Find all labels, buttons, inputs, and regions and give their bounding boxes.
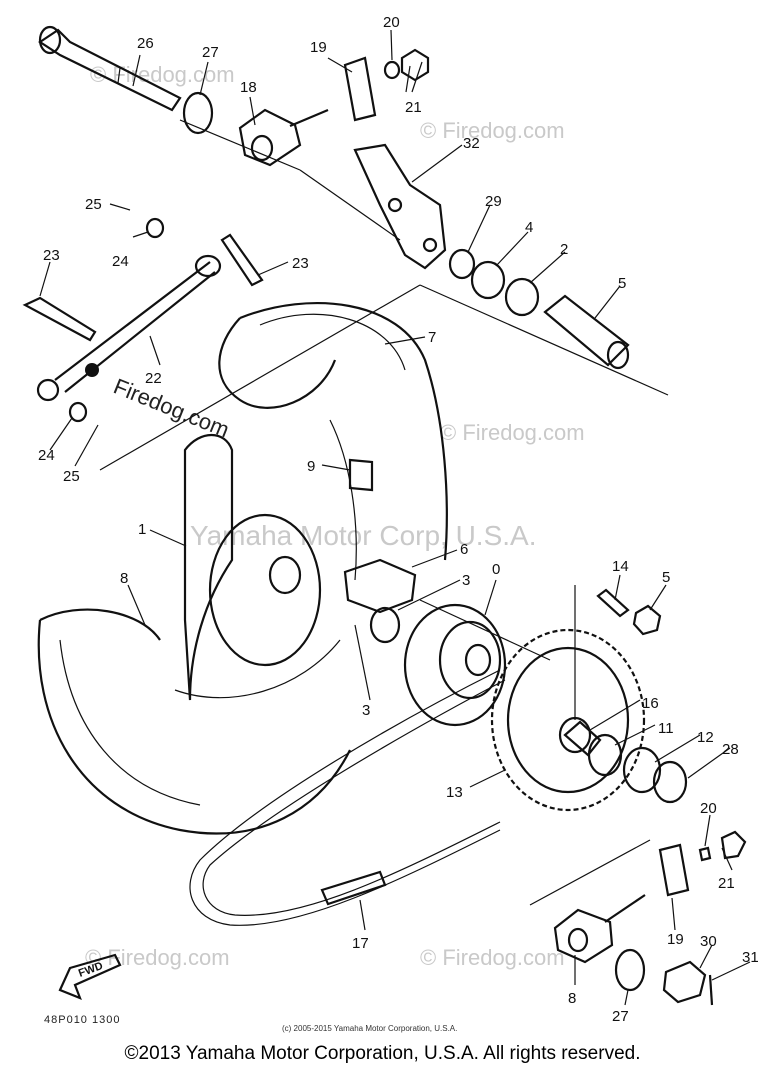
watermark-center: Yamaha Motor Corp, U.S.A. — [190, 520, 537, 551]
callout-13: 13 — [446, 784, 463, 801]
callout-19: 19 — [667, 931, 684, 948]
spacer-tube — [543, 294, 630, 367]
callout-21: 21 — [718, 875, 735, 892]
callout-22: 22 — [145, 370, 162, 387]
callout-21: 21 — [405, 99, 422, 116]
oil-seal — [470, 260, 506, 300]
callout-12: 12 — [697, 729, 714, 746]
callout-14: 14 — [612, 558, 629, 575]
drive-chain — [189, 669, 506, 926]
oil-seal-right — [622, 746, 662, 794]
callout-25: 25 — [85, 196, 102, 213]
watermark-firedog: © Firedog.com — [440, 420, 585, 445]
callout-8: 8 — [120, 570, 128, 587]
locknut-right — [720, 830, 747, 860]
target-marker — [85, 363, 99, 377]
callout-1: 1 — [138, 521, 146, 538]
assembly-guide-lines — [99, 119, 669, 906]
callout-16: 16 — [642, 695, 659, 712]
callout-20: 20 — [700, 800, 717, 817]
nut-top — [383, 60, 401, 80]
watermark-firedog: © Firedog.com — [420, 118, 565, 143]
fwd-arrow-badge: FWD — [58, 953, 122, 1000]
callout-5: 5 — [618, 275, 626, 292]
callout-27: 27 — [202, 44, 219, 61]
adjuster-plate-top — [343, 56, 377, 122]
callout-29: 29 — [485, 193, 502, 210]
callout-11: 11 — [658, 720, 674, 737]
torque-rod — [36, 217, 222, 402]
callout-6: 6 — [460, 541, 468, 558]
diagram-code: 48P010 1300 — [44, 1014, 121, 1026]
small-copyright: (c) 2005-2015 Yamaha Motor Corporation, … — [282, 1024, 458, 1033]
callouts: 26 27 19 20 21 18 32 25 24 29 4 2 23 23 … — [38, 14, 759, 1025]
stud-bolt — [596, 588, 630, 618]
callout-23: 23 — [43, 247, 60, 264]
callout-9: 9 — [307, 458, 315, 475]
callout-19: 19 — [310, 39, 327, 56]
callout-25: 25 — [63, 468, 80, 485]
footer-copyright: ©2013 Yamaha Motor Corporation, U.S.A. A… — [124, 1043, 641, 1064]
watermark-firedog: © Firedog.com — [90, 62, 235, 87]
chain-adjuster-right — [553, 894, 646, 964]
callout-3: 3 — [462, 572, 470, 589]
callout-26: 26 — [137, 35, 154, 52]
callout-8: 8 — [568, 990, 576, 1007]
callout-32: 32 — [463, 135, 480, 152]
callout-17: 17 — [352, 935, 369, 952]
bolt-right — [220, 233, 264, 287]
rear-axle — [37, 25, 182, 112]
callout-20: 20 — [383, 14, 400, 31]
watermark-firedog-dark: Firedog.com — [110, 373, 233, 442]
callout-7: 7 — [428, 329, 436, 346]
caliper-bracket — [353, 143, 447, 270]
bearing-center — [369, 606, 401, 644]
leader-lines — [39, 29, 751, 1006]
adjuster-plate-right — [658, 843, 690, 897]
callout-2: 2 — [560, 241, 568, 258]
watermark-firedog: © Firedog.com — [420, 945, 565, 970]
bearing-left — [504, 277, 540, 317]
callout-18: 18 — [240, 79, 257, 96]
callout-30: 30 — [700, 933, 717, 950]
callout-31: 31 — [742, 949, 759, 966]
bearing-right — [587, 733, 623, 777]
axle-nut — [662, 960, 707, 1004]
nut-right — [698, 846, 712, 862]
bolt-left — [22, 296, 97, 342]
callout-24: 24 — [112, 253, 129, 270]
callout-27: 27 — [612, 1008, 629, 1025]
bushing-lower — [68, 401, 88, 423]
rear-tire — [37, 302, 448, 835]
callout-3: 3 — [362, 702, 370, 719]
callout-24: 24 — [38, 447, 55, 464]
chain-adjuster-left — [238, 108, 329, 167]
collar-right — [563, 720, 602, 757]
washer-right — [614, 948, 646, 992]
locknut-top — [400, 48, 430, 82]
collar — [448, 248, 476, 280]
watermarks: © Firedog.com © Firedog.com © Firedog.co… — [85, 62, 585, 970]
collar-spacer — [652, 760, 688, 804]
callout-0: 0 — [492, 561, 500, 578]
callout-28: 28 — [722, 741, 739, 758]
rear-sprocket — [490, 628, 646, 812]
washer-top — [182, 91, 214, 135]
callout-5: 5 — [662, 569, 670, 586]
spacer-flange — [343, 558, 417, 614]
valve — [348, 458, 374, 492]
callout-23: 23 — [292, 255, 309, 272]
sprocket-nut — [632, 604, 662, 636]
rear-wheel — [174, 419, 357, 701]
callout-4: 4 — [525, 219, 533, 236]
cotter-pin — [708, 974, 714, 1006]
